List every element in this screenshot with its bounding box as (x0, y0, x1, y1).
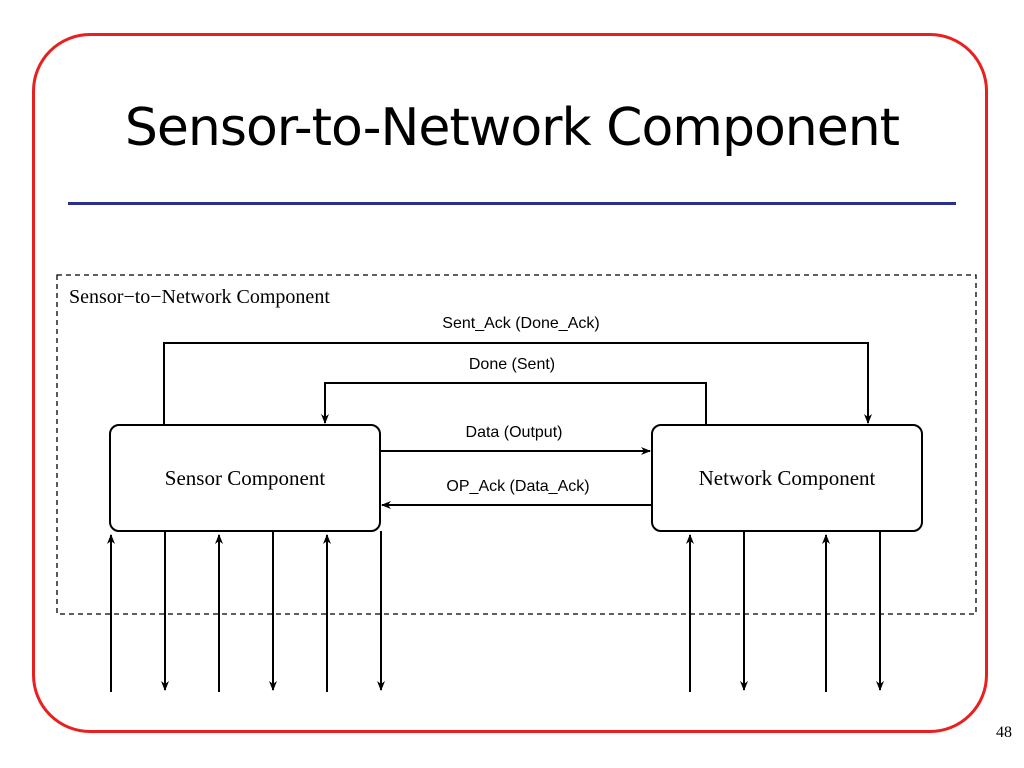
slide-title: Sensor-to-Network Component (124, 98, 900, 158)
done-label: Done (Sent) (469, 356, 555, 373)
sensor-component-box (109, 424, 381, 532)
sent-ack-label: Sent_Ack (Done_Ack) (442, 315, 599, 332)
op-ack-label: OP_Ack (Data_Ack) (446, 478, 589, 495)
sent-ack-arrow (163, 342, 872, 425)
container-label: Sensor−to−Network Component (69, 286, 330, 308)
network-component-box (651, 424, 923, 532)
done-arrow (321, 382, 707, 425)
title-underline (68, 202, 956, 205)
network-component-label: Network Component (699, 466, 876, 490)
sensor-component-label: Sensor Component (165, 466, 326, 490)
page-number: 48 (996, 724, 1012, 741)
container-boundary (56, 274, 977, 615)
data-label: Data (Output) (466, 424, 563, 441)
